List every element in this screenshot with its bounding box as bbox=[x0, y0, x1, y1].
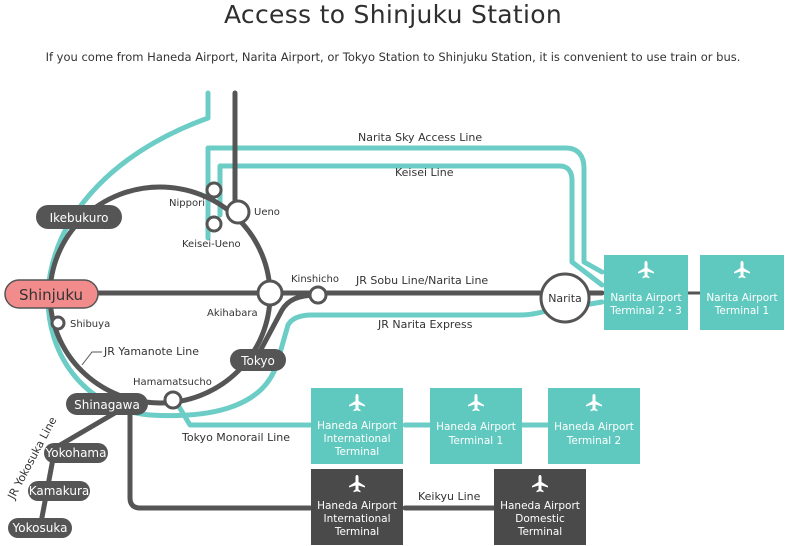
narita-express-label: JR Narita Express bbox=[377, 318, 473, 331]
yamanote-leader bbox=[81, 351, 102, 366]
shibuya-label: Shibuya bbox=[70, 319, 110, 330]
hamamatsucho-label: Hamamatsucho bbox=[133, 377, 212, 388]
keisei-line-label: Keisei Line bbox=[395, 166, 454, 179]
haneda-t1-line1: Haneda Airport bbox=[436, 421, 516, 433]
yamanote-line-label: JR Yamanote Line bbox=[103, 345, 199, 358]
nippori-label: Nippori bbox=[169, 198, 205, 209]
yokosuka-label: Yokosuka bbox=[12, 521, 68, 535]
haneda-t2-line1: Haneda Airport bbox=[554, 421, 634, 433]
narita-t23-line1: Narita Airport bbox=[610, 292, 681, 304]
station-nodes bbox=[50, 181, 591, 410]
keikyu-line bbox=[127, 402, 313, 511]
haneda-intl-teal-line3: Terminal bbox=[334, 446, 379, 458]
narita-sky-access-line bbox=[205, 145, 605, 275]
ikebukuro-pill bbox=[36, 205, 122, 229]
keisei-ueno-node bbox=[205, 215, 223, 233]
kamakura-label: Kamakura bbox=[29, 484, 90, 498]
haneda-domestic-line1: Haneda Airport bbox=[500, 500, 580, 512]
haneda-intl-teal-line1: Haneda Airport bbox=[317, 420, 397, 432]
tokyo-pill bbox=[230, 349, 286, 371]
narita-t1-line2: Terminal 1 bbox=[714, 305, 769, 317]
yokosuka-stations bbox=[8, 443, 108, 538]
kamakura-pill bbox=[28, 481, 90, 501]
tokyo-monorail-line bbox=[172, 397, 313, 428]
haneda-domestic-line2: Domestic bbox=[515, 513, 565, 525]
shinagawa-pill bbox=[66, 393, 148, 415]
kinshicho-label: Kinshicho bbox=[291, 274, 339, 285]
ueno-node bbox=[225, 199, 251, 225]
akihabara-label: Akihabara bbox=[207, 308, 258, 319]
ikebukuro-label: Ikebukuro bbox=[50, 211, 109, 225]
akihabara-node bbox=[256, 279, 284, 307]
narita-sky-access-label: Narita Sky Access Line bbox=[358, 131, 482, 144]
page-title: Access to Shinjuku Station bbox=[223, 0, 563, 29]
narita-t1-line1: Narita Airport bbox=[706, 292, 777, 304]
haneda-domestic-line3: Terminal bbox=[517, 526, 562, 538]
narita-t23-line2: Terminal 2・3 bbox=[609, 305, 682, 317]
haneda-t1-line2: Terminal 1 bbox=[448, 435, 503, 447]
yokohama-pill bbox=[44, 443, 108, 463]
hamamatsucho-node bbox=[163, 390, 183, 410]
narita-node bbox=[539, 272, 591, 324]
kinshicho-node bbox=[308, 285, 328, 305]
narita-express-outer-line bbox=[45, 90, 211, 418]
yokohama-label: Yokohama bbox=[45, 446, 107, 460]
keisei-line bbox=[217, 163, 605, 288]
page-subtitle: If you come from Haneda Airport, Narita … bbox=[45, 50, 741, 64]
sobu-narita-line-label: JR Sobu Line/Narita Line bbox=[355, 274, 488, 287]
ueno-label: Ueno bbox=[254, 207, 280, 218]
haneda-intl-teal-line2: International bbox=[323, 433, 390, 445]
shinjuku-pill bbox=[4, 279, 99, 309]
nippori-node bbox=[205, 181, 223, 199]
yokosuka-pill bbox=[8, 518, 72, 538]
haneda-intl-dark-line3: Terminal bbox=[334, 526, 379, 538]
keikyu-line-label: Keikyu Line bbox=[418, 490, 481, 503]
shinagawa-label: Shinagawa bbox=[74, 398, 140, 412]
shinjuku-label: Shinjuku bbox=[19, 286, 83, 304]
shibuya-node bbox=[50, 315, 66, 331]
keisei-ueno-label: Keisei-Ueno bbox=[182, 239, 241, 250]
narita-label: Narita bbox=[548, 292, 582, 305]
haneda-t2-line2: Terminal 2 bbox=[566, 435, 621, 447]
haneda-intl-dark-line1: Haneda Airport bbox=[317, 500, 397, 512]
tokyo-label: Tokyo bbox=[240, 354, 275, 368]
tokyo-monorail-label: Tokyo Monorail Line bbox=[181, 431, 290, 444]
haneda-intl-dark-line2: International bbox=[323, 513, 390, 525]
